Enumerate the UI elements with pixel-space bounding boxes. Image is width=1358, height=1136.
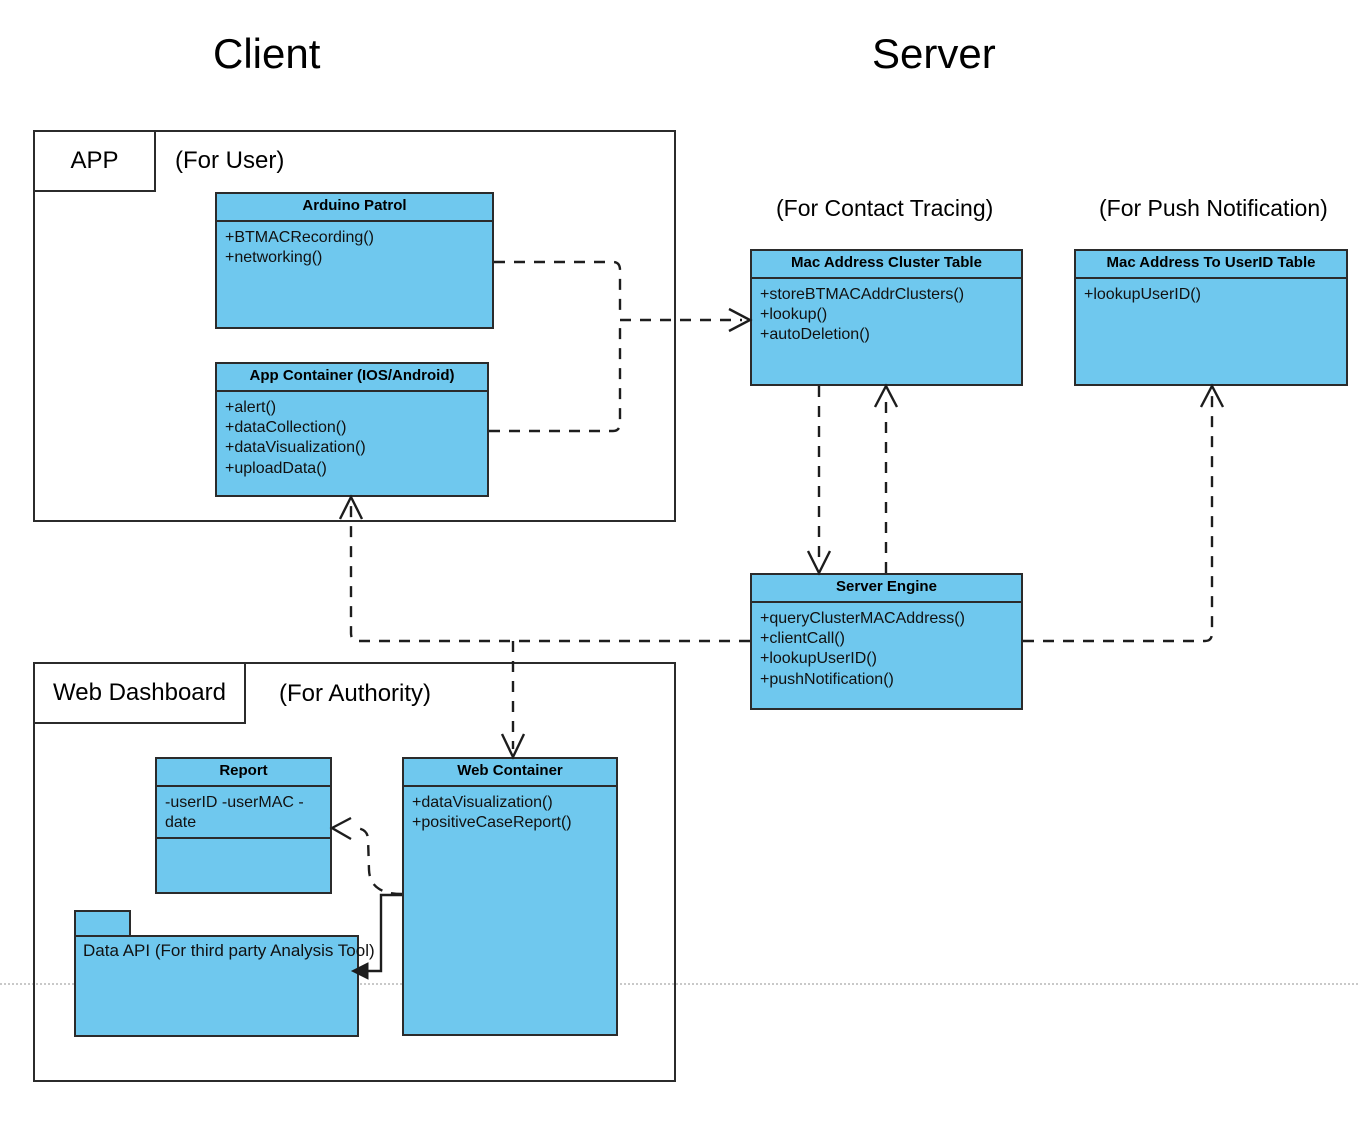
method-item: +uploadData() bbox=[225, 459, 327, 477]
group-caption-push-notification: (For Push Notification) bbox=[1099, 195, 1328, 221]
group-caption-contact-tracing: (For Contact Tracing) bbox=[776, 195, 994, 221]
package-data-api-body bbox=[74, 935, 359, 1037]
method-item: +storeBTMACAddrClusters() bbox=[760, 285, 965, 303]
connector-server-engine-to-client-trunk bbox=[349, 505, 750, 643]
method-item: +BTMACRecording() bbox=[225, 228, 374, 246]
frame-web-dashboard-tab-label: Web Dashboard bbox=[53, 679, 226, 706]
frame-web-dashboard-tab: Web Dashboard bbox=[33, 662, 246, 724]
class-mac-address-to-userid-table-title: Mac Address To UserID Table bbox=[1076, 251, 1346, 279]
frame-web-dashboard bbox=[33, 662, 676, 1082]
frame-app-tab: APP bbox=[33, 130, 156, 192]
class-server-engine-title: Server Engine bbox=[752, 575, 1021, 603]
method-item: +dataCollection() bbox=[225, 418, 347, 436]
method-item: +clientCall() bbox=[760, 629, 845, 647]
class-report[interactable]: Report -userID -userMAC -date bbox=[155, 757, 332, 894]
arrowhead-open-to-userid-table bbox=[1199, 383, 1225, 408]
method-item: +positiveCaseReport() bbox=[412, 813, 572, 831]
arrowhead-open-to-cluster-table-up bbox=[873, 383, 899, 408]
frame-web-dashboard-caption: (For Authority) bbox=[279, 680, 432, 707]
class-mac-address-cluster-table-title: Mac Address Cluster Table bbox=[752, 251, 1021, 279]
attribute-item: -date bbox=[165, 793, 304, 831]
class-web-container-title: Web Container bbox=[404, 759, 616, 787]
method-item: +queryClusterMACAddress() bbox=[760, 609, 965, 627]
method-item: +lookup() bbox=[760, 305, 828, 323]
method-item: +dataVisualization() bbox=[412, 793, 553, 811]
method-item: +lookupUserID() bbox=[760, 650, 877, 668]
class-mac-address-cluster-table[interactable]: Mac Address Cluster Table +storeBTMACAdd… bbox=[750, 249, 1023, 386]
method-item: +lookupUserID() bbox=[1084, 285, 1201, 303]
package-data-api-label: Data API (For third party Analysis Tool) bbox=[83, 941, 375, 960]
class-report-attributes: -userID -userMAC -date bbox=[157, 787, 330, 838]
package-data-api-tab bbox=[74, 910, 131, 937]
class-web-container-methods: +dataVisualization() +positiveCaseReport… bbox=[404, 787, 616, 1035]
class-app-container[interactable]: App Container (IOS/Android) +alert() +da… bbox=[215, 362, 489, 497]
method-item: +alert() bbox=[225, 398, 277, 416]
method-item: +networking() bbox=[225, 248, 323, 266]
attribute-item: -userID bbox=[165, 793, 218, 811]
frame-app-tab-label: APP bbox=[70, 147, 119, 174]
class-app-container-title: App Container (IOS/Android) bbox=[217, 364, 487, 392]
page-guide-line bbox=[0, 983, 1358, 985]
method-item: +dataVisualization() bbox=[225, 439, 366, 457]
class-report-methods-compartment bbox=[157, 837, 330, 892]
class-server-engine[interactable]: Server Engine +queryClusterMACAddress() … bbox=[750, 573, 1023, 710]
section-title-client: Client bbox=[213, 30, 321, 77]
frame-app-caption: (For User) bbox=[175, 147, 285, 174]
class-mac-address-cluster-table-methods: +storeBTMACAddrClusters() +lookup() +aut… bbox=[752, 279, 1021, 385]
section-title-server: Server bbox=[872, 30, 996, 77]
class-server-engine-methods: +queryClusterMACAddress() +clientCall() … bbox=[752, 603, 1021, 709]
class-arduino-patrol-title: Arduino Patrol bbox=[217, 194, 492, 222]
class-arduino-patrol-methods: +BTMACRecording() +networking() bbox=[217, 222, 492, 328]
class-arduino-patrol[interactable]: Arduino Patrol +BTMACRecording() +networ… bbox=[215, 192, 494, 329]
class-web-container[interactable]: Web Container +dataVisualization() +posi… bbox=[402, 757, 618, 1036]
package-data-api[interactable]: Data API (For third party Analysis Tool) bbox=[74, 910, 375, 1037]
attribute-item: -userMAC bbox=[221, 793, 294, 811]
class-app-container-methods: +alert() +dataCollection() +dataVisualiz… bbox=[217, 392, 487, 496]
arrowhead-open-to-cluster-table bbox=[728, 307, 753, 333]
method-item: +pushNotification() bbox=[760, 670, 894, 688]
method-item: +autoDeletion() bbox=[760, 326, 870, 344]
arrowhead-open-to-server-engine bbox=[806, 550, 832, 576]
class-mac-address-to-userid-table-methods: +lookupUserID() bbox=[1076, 279, 1346, 385]
connector-server-engine-to-userid-table bbox=[1023, 393, 1214, 643]
class-report-title: Report bbox=[157, 759, 330, 787]
class-mac-address-to-userid-table[interactable]: Mac Address To UserID Table +lookupUserI… bbox=[1074, 249, 1348, 386]
